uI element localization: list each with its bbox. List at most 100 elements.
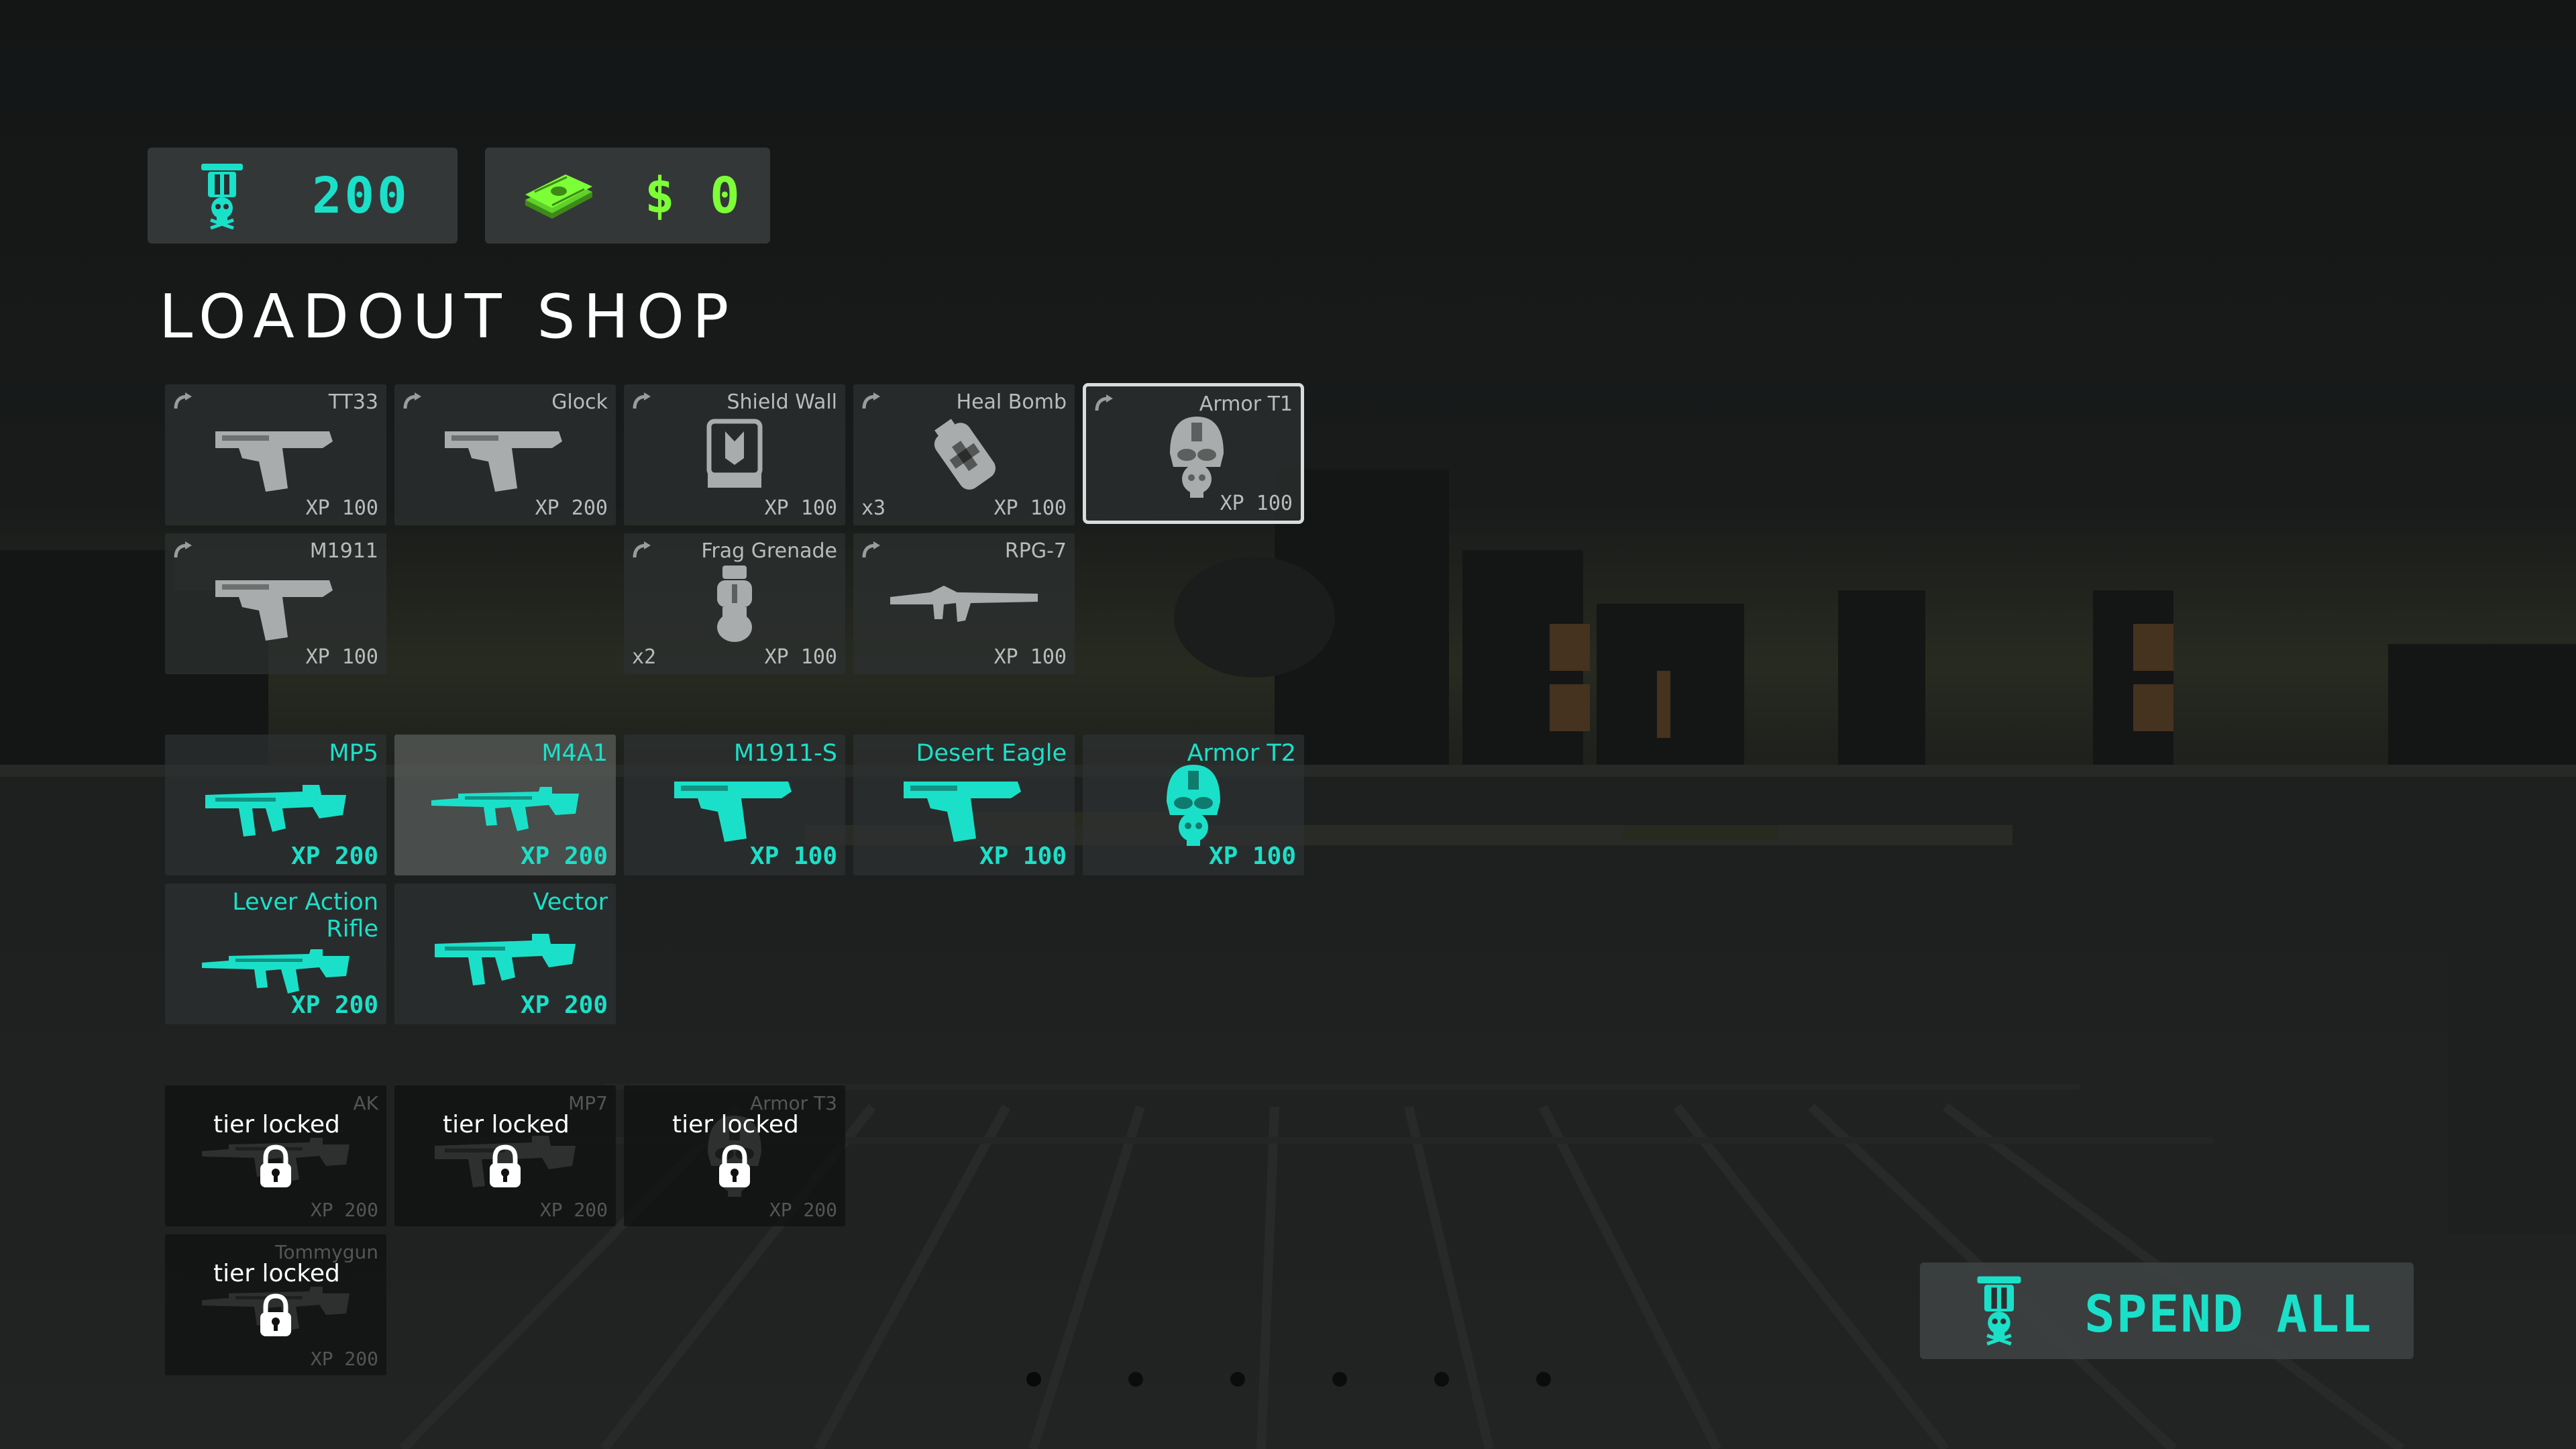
- item-price: XP 200: [769, 1199, 837, 1221]
- item-name: Armor T2: [1187, 740, 1296, 767]
- item-name: TT33: [328, 390, 378, 414]
- item-name: Frag Grenade: [701, 539, 837, 563]
- item-name: AK: [353, 1092, 378, 1114]
- skull-badge-icon: [201, 164, 243, 229]
- item-price: XP 200: [310, 1199, 378, 1221]
- smg-icon: [431, 910, 579, 998]
- shop-item-mp7[interactable]: MP7 tier locked XP 200: [394, 1085, 616, 1226]
- owned-mark-icon: [402, 392, 423, 413]
- shop-item-m4a1[interactable]: M4A1 XP 200: [394, 735, 616, 875]
- pistol-icon: [202, 560, 350, 647]
- heal-bomb-icon: [890, 411, 1038, 498]
- shop-item-tt33[interactable]: TT33 XP 100: [165, 384, 386, 525]
- spend-all-label: SPEND ALL: [2084, 1284, 2373, 1344]
- tier-locked-label: tier locked: [213, 1260, 340, 1287]
- item-quantity: x2: [632, 645, 657, 669]
- item-price: XP 200: [535, 496, 608, 520]
- shop-item-lever-action-rifle[interactable]: Lever Action Rifle XP 200: [165, 883, 386, 1024]
- item-price: XP 100: [764, 645, 837, 669]
- shop-item-desert-eagle[interactable]: Desert Eagle XP 100: [853, 735, 1075, 875]
- item-price: XP 100: [979, 843, 1067, 870]
- skull-badge-icon: [1977, 1276, 2021, 1346]
- lock-icon: [258, 1144, 294, 1189]
- item-price: XP 200: [290, 991, 378, 1019]
- item-name: Armor T1: [1199, 392, 1293, 416]
- lock-icon: [487, 1144, 523, 1189]
- item-price: XP 200: [290, 843, 378, 870]
- item-price: XP 100: [305, 496, 378, 520]
- item-name: M4A1: [541, 740, 608, 767]
- item-name: M1911-S: [733, 740, 837, 767]
- shop-item-m1911[interactable]: M1911 XP 100: [165, 533, 386, 674]
- item-quantity: x3: [861, 496, 886, 520]
- item-name: Glock: [551, 390, 608, 414]
- cash-value: $ 0: [645, 166, 743, 225]
- pistol-icon: [202, 411, 350, 498]
- item-name: Vector: [533, 889, 608, 916]
- shop-item-armor-t1[interactable]: Armor T1 XP 100: [1083, 383, 1304, 524]
- shop-item-ak[interactable]: AK tier locked XP 200: [165, 1085, 386, 1226]
- owned-mark-icon: [632, 541, 652, 561]
- item-price: XP 100: [305, 645, 378, 669]
- shop-item-armor-t2[interactable]: Armor T2 XP 100: [1083, 735, 1304, 875]
- item-name: Shield Wall: [727, 390, 837, 414]
- page-dot[interactable]: [1128, 1372, 1143, 1387]
- item-price: XP 100: [764, 496, 837, 520]
- shop-item-tommygun[interactable]: Tommygun tier locked XP 200: [165, 1234, 386, 1375]
- item-price: XP 100: [749, 843, 837, 870]
- owned-mark-icon: [861, 541, 881, 561]
- page-dot[interactable]: [1026, 1372, 1041, 1387]
- item-price: XP 100: [994, 496, 1067, 520]
- item-price: XP 100: [994, 645, 1067, 669]
- shop-item-mp5[interactable]: MP5 XP 200: [165, 735, 386, 875]
- owned-mark-icon: [173, 541, 193, 561]
- shop-item-rpg-7[interactable]: RPG-7 XP 100: [853, 533, 1075, 674]
- spend-all-button[interactable]: SPEND ALL: [1920, 1263, 2414, 1359]
- pistol-icon: [890, 761, 1038, 849]
- page-dot[interactable]: [1332, 1372, 1347, 1387]
- page-dot[interactable]: [1434, 1372, 1449, 1387]
- item-name: MP7: [568, 1092, 608, 1114]
- pistol-icon: [661, 761, 808, 849]
- shop-item-frag-grenade[interactable]: Frag Grenade x2 XP 100: [624, 533, 845, 674]
- item-price: XP 100: [1208, 843, 1296, 870]
- shop-item-glock[interactable]: Glock XP 200: [394, 384, 616, 525]
- item-price: XP 200: [539, 1199, 608, 1221]
- owned-mark-icon: [1094, 394, 1114, 415]
- grenade-icon: [661, 560, 808, 647]
- rifle-icon: [431, 761, 579, 849]
- page-dot[interactable]: [1536, 1372, 1551, 1387]
- shop-item-shield-wall[interactable]: Shield Wall XP 100: [624, 384, 845, 525]
- owned-mark-icon: [173, 392, 193, 413]
- shop-item-m1911-s[interactable]: M1911-S XP 100: [624, 735, 845, 875]
- item-price: XP 200: [520, 843, 608, 870]
- tier-locked-label: tier locked: [213, 1111, 340, 1138]
- item-name: MP5: [329, 740, 378, 767]
- smg-icon: [202, 761, 350, 849]
- pistol-icon: [431, 411, 579, 498]
- tier-locked-label: tier locked: [672, 1111, 799, 1138]
- tier-locked-label: tier locked: [443, 1111, 570, 1138]
- item-price: XP 100: [1220, 492, 1293, 515]
- xp-value: 200: [312, 166, 410, 225]
- item-name: Lever Action Rifle: [232, 889, 378, 943]
- page-title: LOADOUT SHOP: [159, 282, 737, 352]
- lock-icon: [258, 1293, 294, 1338]
- cash-balance: $ 0: [485, 148, 770, 244]
- item-name: Armor T3: [750, 1092, 837, 1114]
- shop-item-armor-t3[interactable]: Armor T3 tier locked XP 200: [624, 1085, 845, 1226]
- owned-mark-icon: [632, 392, 652, 413]
- lock-icon: [716, 1144, 753, 1189]
- item-name: RPG-7: [1004, 539, 1067, 563]
- item-price: XP 200: [310, 1348, 378, 1370]
- armor-helmet-icon: [1120, 761, 1267, 849]
- shop-item-vector[interactable]: Vector XP 200: [394, 883, 616, 1024]
- owned-mark-icon: [861, 392, 881, 413]
- armor-helmet-icon: [1123, 413, 1271, 500]
- shop-item-heal-bomb[interactable]: Heal Bomb x3 XP 100: [853, 384, 1075, 525]
- item-price: XP 200: [520, 991, 608, 1019]
- item-name: Tommygun: [275, 1241, 378, 1263]
- item-name: Desert Eagle: [916, 740, 1067, 767]
- page-dot[interactable]: [1230, 1372, 1245, 1387]
- cash-stack-icon: [525, 174, 592, 219]
